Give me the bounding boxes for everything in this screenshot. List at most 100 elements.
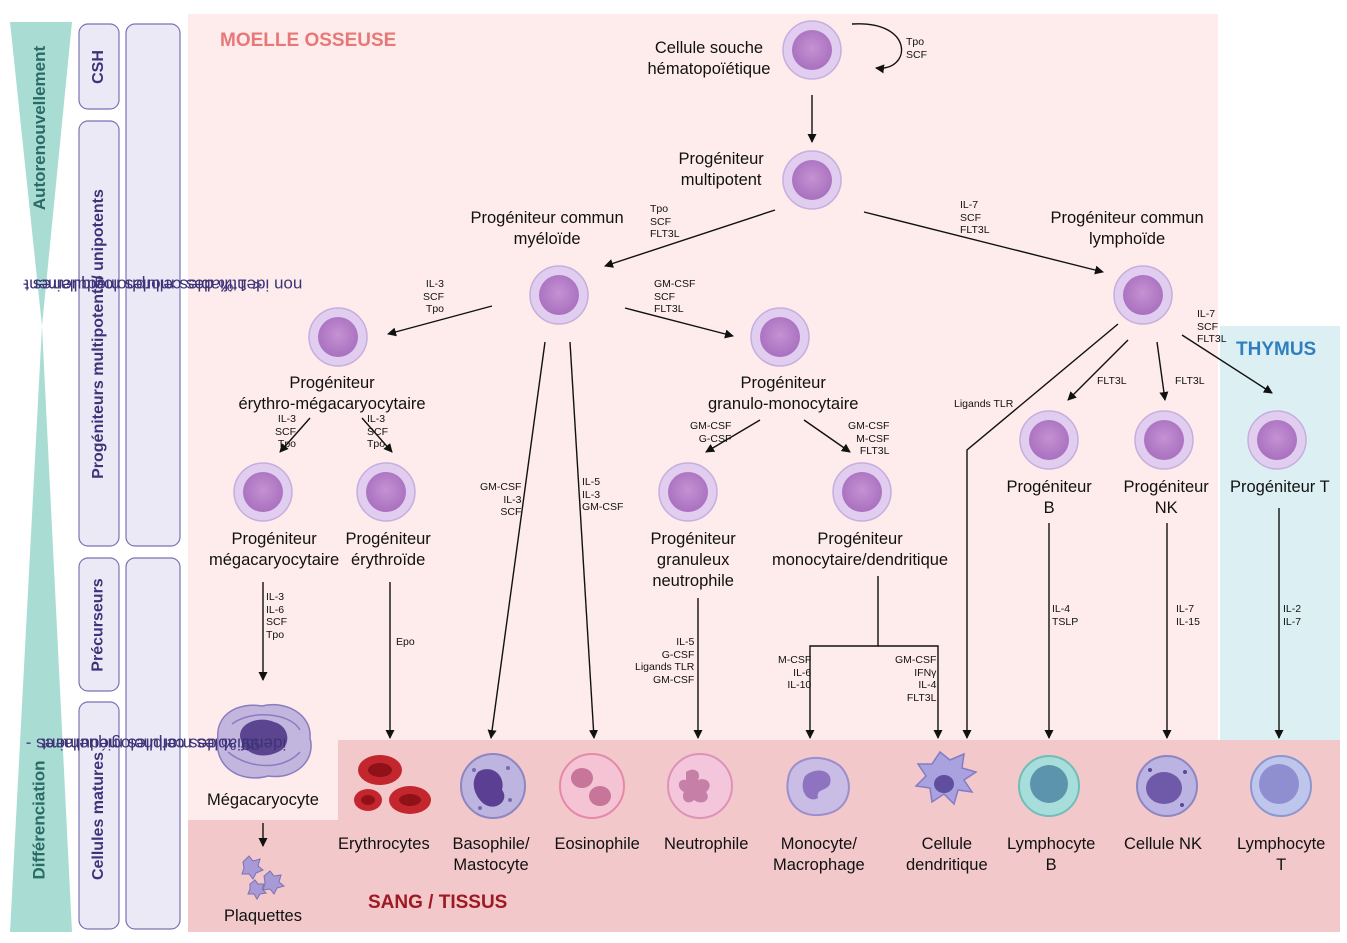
label-basophil: Basophile/Mastocyte <box>452 835 530 874</box>
label-eosinophil: Eosinophile <box>554 835 640 853</box>
neutrophil-icon <box>667 753 733 819</box>
platelets-icon <box>241 855 286 900</box>
label-monocyte: Monocyte/Macrophage <box>773 835 865 874</box>
arrow-gmp-mdp <box>803 419 851 453</box>
sidebar-differentiation: Différenciation <box>30 760 49 880</box>
differentiation-triangle <box>10 326 72 932</box>
label-nk-cell: Cellule NK <box>1124 835 1202 853</box>
percent-label-lower: 99 % des cellules médullaires -identifia… <box>25 734 286 753</box>
marrow-title: MOELLE OSSEUSE <box>220 30 397 51</box>
stage-box-mature <box>78 701 120 930</box>
factor-clp-b: FLT3L <box>1097 375 1127 387</box>
percent-label-upper: < 1 % des cellules médullaires -non iden… <box>22 275 303 295</box>
megakaryocyte-icon <box>216 703 312 779</box>
self-renewal-arrow <box>851 23 903 74</box>
thymus-zone <box>1220 326 1340 740</box>
cell-hsc-icon <box>782 20 842 80</box>
arrow-mdp-split <box>805 576 879 739</box>
monocyte-icon <box>786 757 850 817</box>
arrow-mep-mkp <box>279 417 311 453</box>
stage-box-progenitors <box>78 120 120 547</box>
factor-clp-nk: FLT3L <box>1175 375 1205 387</box>
percent-box-lower <box>125 557 181 930</box>
cell-tp-icon <box>1247 410 1307 470</box>
label-tp: Progéniteur T <box>1230 478 1330 496</box>
label-platelets: Plaquettes <box>224 907 302 925</box>
cell-clp-icon <box>1113 265 1173 325</box>
label-erythrocytes: Erythrocytes <box>338 835 430 853</box>
dendritic-cell-icon <box>914 750 978 806</box>
arrow-cmp-eos <box>569 341 599 739</box>
arrow-cmp-gmp <box>624 307 734 339</box>
arrow-clp-dc <box>962 323 1119 739</box>
label-neutrophil: Neutrophile <box>664 835 749 853</box>
stage-label-progenitors: Progéniteurs multipotents/ unipotents <box>90 188 107 479</box>
eosinophil-icon <box>559 753 625 819</box>
stage-label-csh: CSH <box>90 49 107 84</box>
thymus-title: THYMUS <box>1236 339 1317 360</box>
arrow-mdp-dc <box>878 645 943 739</box>
cell-gnp-icon <box>658 462 718 522</box>
cell-ep-icon <box>356 462 416 522</box>
arrow-mpp-clp <box>863 211 1104 275</box>
stage-box-csh <box>78 23 120 110</box>
marrow-zone <box>188 14 1218 740</box>
arrow-cmp-mep <box>387 305 493 337</box>
factor-clp-dc: Ligands TLR <box>954 398 1014 410</box>
self-renewal-triangle <box>10 22 72 326</box>
label-megakaryocyte: Mégacaryocyte <box>207 791 319 809</box>
nk-cell-icon <box>1136 755 1198 817</box>
erythrocytes-icon <box>354 755 431 814</box>
sidebar-self-renewal: Autorenouvellement <box>30 45 50 211</box>
arrow-mep-ep <box>361 417 393 453</box>
arrow-clp-b <box>1067 339 1129 401</box>
stage-label-precursors: Précurseurs <box>90 577 108 672</box>
cell-mep-icon <box>308 307 368 367</box>
factor-ep-ery: Epo <box>396 636 415 648</box>
cell-mdp-icon <box>832 462 892 522</box>
arrow-gmp-gnp <box>705 419 761 453</box>
stage-box-precursors <box>78 557 120 692</box>
blood-title: SANG / TISSUS <box>368 892 508 913</box>
cell-cmp-icon <box>529 265 589 325</box>
percent-box-upper <box>125 23 181 547</box>
lymphocyte-b-icon <box>1018 755 1080 817</box>
cell-nkp-icon <box>1134 410 1194 470</box>
arrow-cmp-baso <box>487 341 546 739</box>
cell-mpp-icon <box>782 150 842 210</box>
lymphocyte-t-icon <box>1250 755 1312 817</box>
basophil-icon <box>460 753 526 819</box>
cell-bp-icon <box>1019 410 1079 470</box>
